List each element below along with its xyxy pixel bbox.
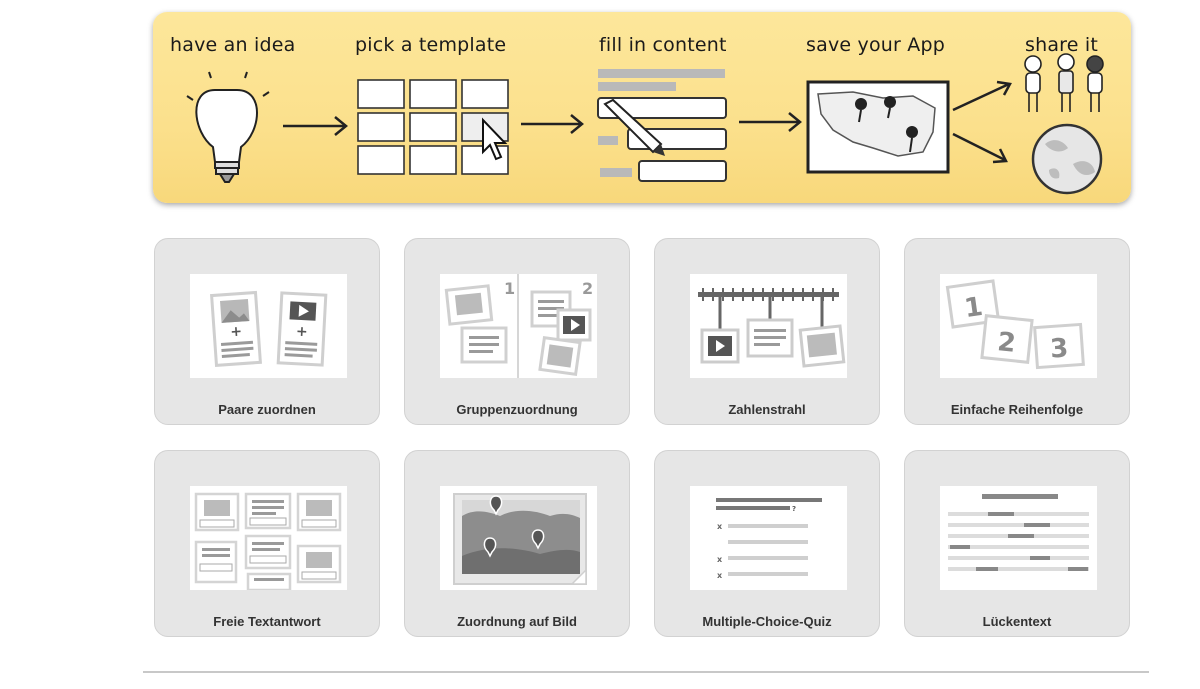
template-tile-sequence[interactable]: 1 2 3 Einfache Reihenfolge [904, 238, 1130, 425]
quiz-question-mark: ? [792, 505, 796, 513]
map-app-icon [806, 80, 950, 174]
groups-thumbnail-icon: 1 2 [440, 274, 597, 378]
people-icon [1024, 53, 1104, 112]
template-label: Einfache Reihenfolge [950, 402, 1084, 417]
sequence-number: 1 [963, 292, 985, 324]
bottom-divider [143, 671, 1149, 673]
lightbulb-icon [186, 71, 270, 183]
arrow-icon [739, 112, 802, 132]
group-number: 2 [582, 279, 593, 298]
template-tile-image-map[interactable]: Zuordnung auf Bild [404, 450, 630, 637]
template-label: Multiple-Choice-Quiz [702, 614, 832, 629]
quiz-option-marker: x [717, 522, 723, 531]
template-label: Paare zuordnen [218, 402, 316, 417]
template-tile-quiz[interactable]: ? x x x Multiple-Choice-Quiz [654, 450, 880, 637]
arrow-icon [521, 114, 584, 134]
quiz-option-marker: x [717, 555, 723, 564]
sequence-number: 2 [996, 327, 1017, 359]
template-label: Zuordnung auf Bild [457, 614, 577, 629]
pairs-thumbnail-icon: + + [190, 274, 347, 378]
image-map-thumbnail-icon [440, 486, 597, 590]
template-tile-groups[interactable]: 1 2 Gruppenzuordnung [404, 238, 630, 425]
template-label: Gruppenzuordnung [456, 402, 578, 417]
template-tile-pairs[interactable]: + + Paare zuordnen [154, 238, 380, 425]
step-label-content: fill in content [599, 34, 727, 56]
workflow-banner: have an idea pick a template fill in con… [153, 12, 1131, 203]
cloze-thumbnail-icon [940, 486, 1097, 590]
template-grid-icon [357, 79, 509, 175]
free-text-thumbnail-icon [190, 486, 347, 590]
quiz-option-marker: x [717, 571, 723, 580]
template-tile-number-line[interactable]: Zahlenstrahl [654, 238, 880, 425]
globe-icon [1031, 123, 1103, 195]
arrow-icon [952, 80, 1012, 164]
sequence-number: 3 [1049, 333, 1069, 364]
step-label-idea: have an idea [170, 34, 296, 56]
sequence-thumbnail-icon: 1 2 3 [940, 274, 1097, 378]
template-label: Lückentext [982, 614, 1052, 629]
svg-text:+: + [230, 324, 243, 341]
svg-text:+: + [296, 324, 309, 341]
form-content-icon [597, 69, 727, 182]
step-label-share: share it [1025, 34, 1099, 56]
template-tile-free-text[interactable]: Freie Textantwort [154, 450, 380, 637]
number-line-thumbnail-icon [690, 274, 847, 378]
step-label-template: pick a template [355, 34, 507, 56]
arrow-icon [283, 116, 348, 136]
group-number: 1 [504, 279, 515, 298]
workflow-illustration [186, 53, 1104, 195]
template-tile-cloze[interactable]: Lückentext [904, 450, 1130, 637]
quiz-thumbnail-icon: ? x x x [690, 486, 847, 590]
step-label-save: save your App [806, 34, 945, 56]
template-label: Freie Textantwort [213, 614, 321, 629]
template-label: Zahlenstrahl [728, 402, 806, 417]
